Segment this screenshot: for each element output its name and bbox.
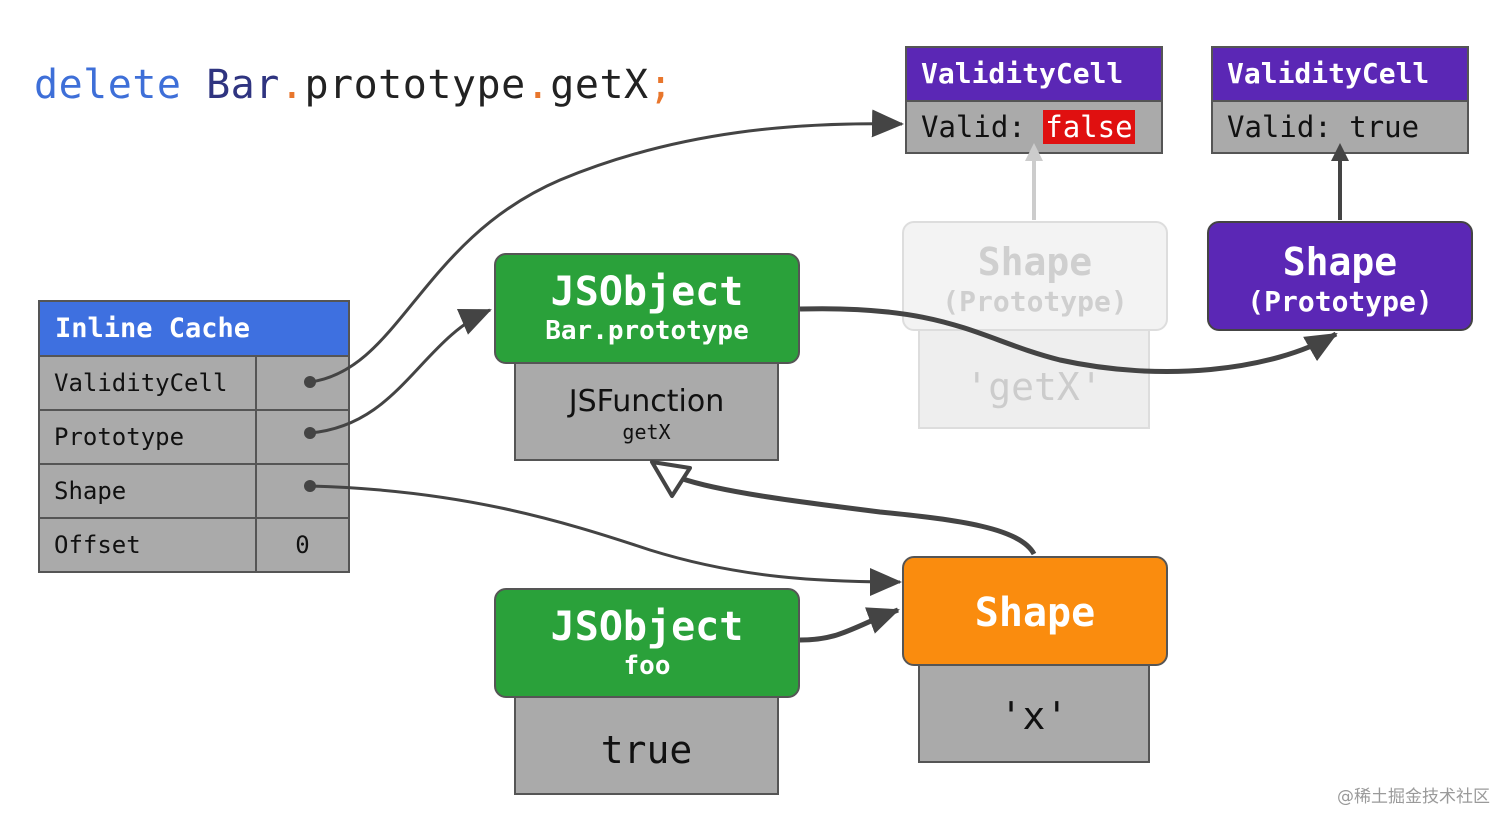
old-shape-title: Shape xyxy=(977,240,1093,284)
inline-cache-row-offset: Offset 0 xyxy=(40,519,348,571)
arrow-ic-validitycell xyxy=(309,109,904,384)
validity-label: Valid: xyxy=(921,110,1026,144)
jsobject-subtitle: Bar.prototype xyxy=(545,316,749,346)
validity-cell-invalid: ValidityCell Valid: false xyxy=(905,46,1163,154)
old-prototype-property: 'getX' xyxy=(965,365,1103,409)
jsfunction-box: JSFunction getX xyxy=(514,356,779,461)
inline-cache-table: Inline Cache ValidityCell Prototype Shap… xyxy=(38,300,350,573)
code-object: Bar xyxy=(206,62,280,108)
shape-prototype-subtitle: (Prototype) xyxy=(1247,285,1433,318)
arrow-bar-to-shape xyxy=(799,306,1338,374)
shape-prototype-node: Shape (Prototype) xyxy=(1207,221,1473,331)
jsobject-foo-value: true xyxy=(600,728,693,772)
validity-cell-title: ValidityCell xyxy=(1213,48,1467,102)
jsfunction-subtitle: getX xyxy=(622,420,671,444)
code-semicolon: ; xyxy=(648,62,674,108)
inline-cache-row-shape: Shape xyxy=(40,465,348,519)
validity-cell-valid: ValidityCell Valid: true xyxy=(1211,46,1469,154)
inline-cache-offset-value: 0 xyxy=(295,531,310,559)
code-dot: . xyxy=(279,62,305,108)
code-statement: delete Bar.prototype.getX; xyxy=(34,58,673,112)
code-dot: . xyxy=(525,62,551,108)
inline-cache-label: Offset xyxy=(40,519,257,571)
jsobject-subtitle: foo xyxy=(623,651,671,681)
inline-cache-label: Shape xyxy=(40,465,257,517)
arrow-shape-to-jsfunction xyxy=(679,475,1037,556)
jsfunction-title: JSFunction xyxy=(568,384,725,419)
inline-cache-row-prototype: Prototype xyxy=(40,411,348,465)
old-shape-prototype-node: Shape (Prototype) xyxy=(902,221,1168,331)
inline-cache-label: ValidityCell xyxy=(40,357,257,409)
old-shape-subtitle: (Prototype) xyxy=(942,285,1128,318)
validity-value-false: false xyxy=(1043,110,1135,144)
jsobject-bar-prototype: JSObject Bar.prototype xyxy=(494,253,800,364)
code-property-getx: getX xyxy=(550,62,649,108)
inline-cache-label: Prototype xyxy=(40,411,257,463)
code-keyword: delete xyxy=(34,62,182,108)
inline-cache-row-validitycell: ValidityCell xyxy=(40,357,348,411)
arrow-foo-to-shape xyxy=(799,607,900,643)
validity-cell-body: Valid: true xyxy=(1213,102,1467,152)
watermark: @稀土掘金技术社区 xyxy=(1337,787,1490,807)
shape-foo-title: Shape xyxy=(974,590,1096,636)
old-prototype-property-box: 'getX' xyxy=(918,325,1150,429)
inline-cache-title: Inline Cache xyxy=(40,302,348,357)
jsobject-title: JSObject xyxy=(550,269,744,315)
validity-value-true: true xyxy=(1349,110,1420,144)
shape-foo-property: 'x' xyxy=(999,694,1069,738)
shape-prototype-title: Shape xyxy=(1282,240,1398,284)
arrow-head-hollow xyxy=(650,460,692,498)
jsobject-foo: JSObject foo xyxy=(494,588,800,698)
shape-foo-property-box: 'x' xyxy=(918,658,1150,763)
jsobject-foo-value-box: true xyxy=(514,690,779,795)
validity-cell-title: ValidityCell xyxy=(907,48,1161,102)
validity-label: Valid: xyxy=(1227,110,1332,144)
jsobject-title: JSObject xyxy=(550,604,744,650)
shape-foo-node: Shape xyxy=(902,556,1168,666)
arrow-ic-prototype xyxy=(309,308,492,435)
code-property-prototype: prototype xyxy=(304,62,526,108)
arrow-ic-shape xyxy=(309,484,902,596)
